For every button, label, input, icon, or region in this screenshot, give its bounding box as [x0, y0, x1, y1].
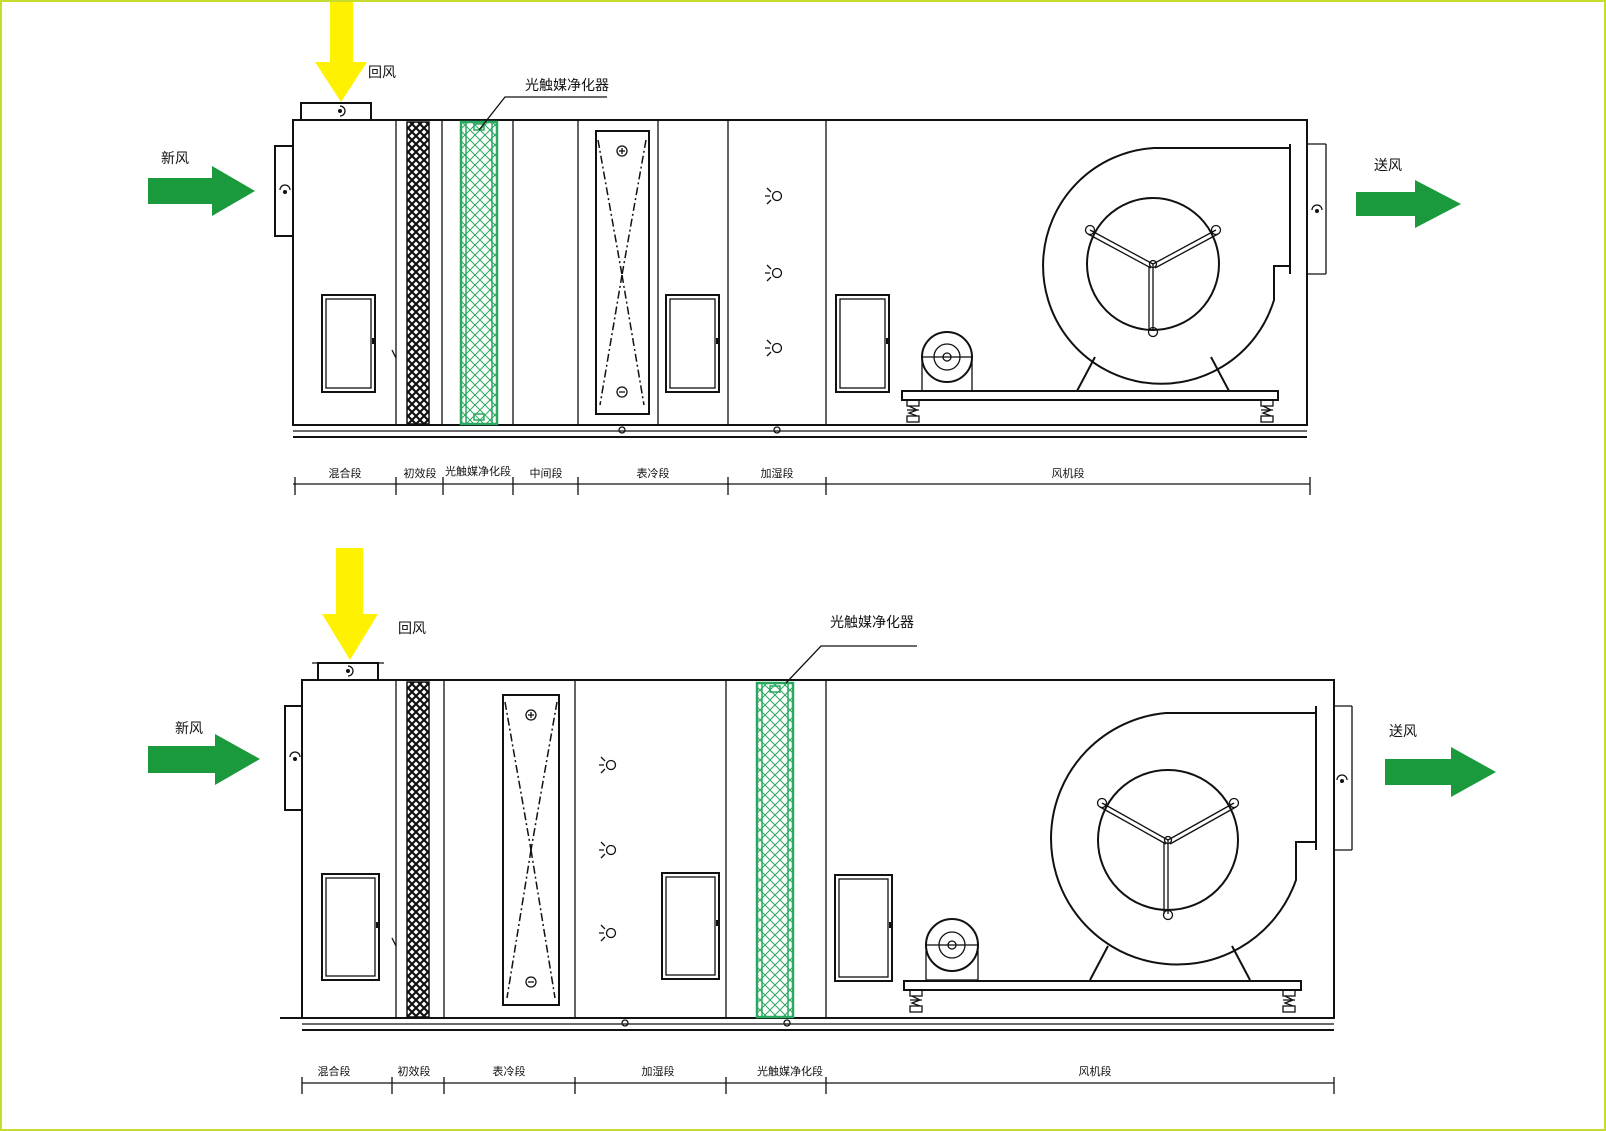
- supply-air-arrow-1: [1356, 180, 1461, 228]
- cooling-coil-2: [502, 694, 560, 1006]
- fresh-damper-2: [284, 705, 303, 811]
- access-door-mix-2: [321, 873, 380, 981]
- section-label-cooling-2: 表冷段: [493, 1064, 526, 1078]
- access-door-mix-1: [321, 294, 376, 393]
- purifier-callout-label-2: 光触媒净化器: [830, 615, 914, 631]
- section-label-mixing-2: 混合段: [318, 1064, 351, 1078]
- fan-base-frame-1: [901, 390, 1279, 401]
- fan-scroll-1: [1042, 147, 1291, 385]
- supply-air-arrow-2: [1385, 747, 1496, 797]
- access-door-fan-2: [834, 874, 893, 982]
- supply-air-label-1: 送风: [1374, 158, 1402, 174]
- primary-filter-2: [406, 681, 430, 1018]
- return-air-label-2: 回风: [398, 621, 426, 637]
- return-air-arrow-2: [322, 548, 378, 660]
- fan-scroll-2: [1050, 712, 1317, 966]
- primary-filter-1: [406, 121, 430, 425]
- photocatalyst-purifier-1: [459, 120, 499, 426]
- humidifier-nozzles-1: [765, 187, 783, 357]
- photocatalyst-purifier-2: [755, 681, 795, 1019]
- section-label-fan-2: 风机段: [1079, 1064, 1112, 1078]
- access-door-humidify-2: [661, 872, 720, 980]
- fresh-air-arrow-2: [148, 734, 260, 785]
- fresh-damper-1: [274, 145, 294, 237]
- fresh-air-arrow-1: [148, 166, 255, 216]
- purifier-callout-line-2: [785, 645, 917, 684]
- section-label-purifier-2: 光触媒净化段: [757, 1064, 823, 1078]
- section-label-cooling-1: 表冷段: [637, 466, 670, 480]
- section-label-fan-1: 风机段: [1052, 466, 1085, 480]
- supply-air-label-2: 送风: [1389, 724, 1417, 740]
- section-dimension-line-2: [301, 1077, 1335, 1094]
- section-label-mixing-1: 混合段: [329, 466, 362, 480]
- fresh-air-label-2: 新风: [175, 721, 203, 737]
- section-label-primary-2: 初效段: [398, 1064, 431, 1078]
- purifier-callout-line-1: [478, 96, 607, 131]
- section-label-humidify-2: 加湿段: [642, 1064, 675, 1078]
- return-air-arrow-1: [315, 2, 367, 102]
- purifier-callout-label-1: 光触媒净化器: [525, 78, 609, 94]
- access-door-fan-1: [835, 294, 890, 393]
- section-dimension-line-1: [293, 477, 1311, 495]
- return-air-label-1: 回风: [368, 65, 396, 81]
- humidifier-nozzles-2: [599, 756, 617, 942]
- unit-casing-2: [301, 679, 1335, 1019]
- access-door-mid-1: [665, 294, 720, 393]
- return-damper-1: [300, 102, 372, 121]
- section-label-middle-1: 中间段: [530, 466, 563, 480]
- cooling-coil-1: [595, 130, 650, 415]
- section-label-purifier-1: 光触媒净化段: [445, 464, 511, 478]
- fresh-air-label-1: 新风: [161, 151, 189, 167]
- fan-base-frame-2: [903, 980, 1302, 991]
- diagram-1: 回风 新风 送风 光触媒净化器 混合段 初效段 光触媒净化段 中间段 表冷段 加…: [148, 2, 1461, 495]
- section-label-humidify-1: 加湿段: [761, 466, 794, 480]
- section-label-primary-1: 初效段: [404, 466, 437, 480]
- unit-casing-1: [292, 119, 1308, 426]
- diagram-2: 回风 新风 送风 光触媒净化器 混合段 初效段 表冷段 加湿段 光触媒净化段 风…: [148, 548, 1496, 1094]
